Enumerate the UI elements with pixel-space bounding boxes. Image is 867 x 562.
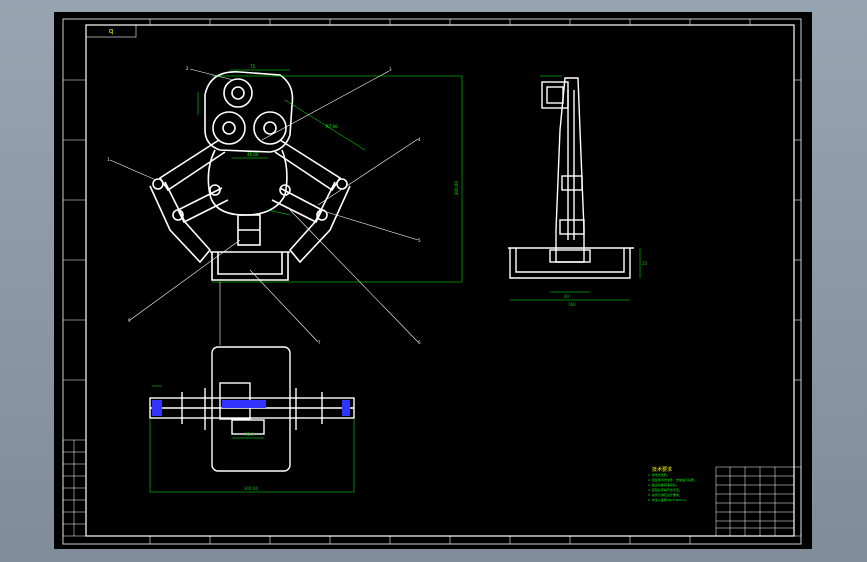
gear-right [253, 111, 287, 145]
svg-text:4: 4 [418, 137, 421, 142]
title-block [715, 466, 802, 537]
gear-top [223, 78, 253, 108]
side-revision-table [62, 439, 87, 537]
section-hatch [152, 400, 350, 416]
svg-text:25: 25 [642, 261, 648, 266]
top-dim-labels: 300.00 30.0 [244, 432, 258, 491]
svg-text:5: 5 [418, 238, 421, 243]
svg-text:3: 3 [389, 67, 392, 72]
side-dimensions [510, 75, 641, 301]
front-view [149, 71, 351, 281]
balloon-numbers: 2 3 1 4 5 9 7 6 [107, 66, 421, 345]
top-dimensions [149, 385, 355, 493]
note-line: 3. 各运动副润滑良好。 [648, 483, 679, 487]
side-dim-labels: 40 160 25 [564, 261, 648, 307]
top-view [149, 346, 355, 472]
technical-notes: 1. 零件去毛刺。 2. 装配前清洗零件，去除油污杂质。 3. 各运动副润滑良好… [648, 473, 712, 503]
inner-border [85, 24, 795, 537]
gear-left [212, 111, 246, 145]
svg-text:200.00: 200.00 [454, 181, 459, 195]
svg-text:40: 40 [564, 294, 570, 299]
corner-tag-box [85, 24, 137, 38]
note-line: 2. 装配前清洗零件，去除油污杂质。 [648, 478, 697, 482]
svg-text:R7.00: R7.00 [326, 124, 338, 129]
svg-text:6: 6 [418, 340, 421, 345]
svg-text:75: 75 [250, 64, 256, 69]
svg-text:2: 2 [186, 66, 189, 71]
side-view [508, 77, 634, 279]
svg-text:300.00: 300.00 [244, 486, 258, 491]
svg-text:160: 160 [568, 302, 576, 307]
leader-lines [109, 68, 419, 343]
svg-text:30.0: 30.0 [245, 432, 254, 437]
corner-tag: q [108, 27, 114, 35]
note-line: 4. 装配后手指开合灵活。 [648, 488, 682, 492]
svg-text:1: 1 [107, 157, 110, 162]
svg-text:46.00: 46.00 [247, 152, 259, 157]
outer-border [62, 18, 802, 545]
svg-text:9: 9 [128, 318, 131, 323]
note-line: 1. 零件去毛刺。 [648, 473, 670, 477]
notes-title: 技术要求 [652, 467, 673, 473]
svg-text:7: 7 [318, 340, 321, 345]
zone-ticks [63, 19, 801, 544]
front-dim-labels: 75 200.00 46.00 R7.00 [247, 64, 459, 195]
note-line: 6. 未注公差按GB/T1804-m。 [648, 498, 689, 502]
front-dimensions [197, 69, 463, 283]
note-line: 5. 夹持力满足设计要求。 [648, 493, 682, 497]
drawing-canvas[interactable] [54, 12, 812, 549]
